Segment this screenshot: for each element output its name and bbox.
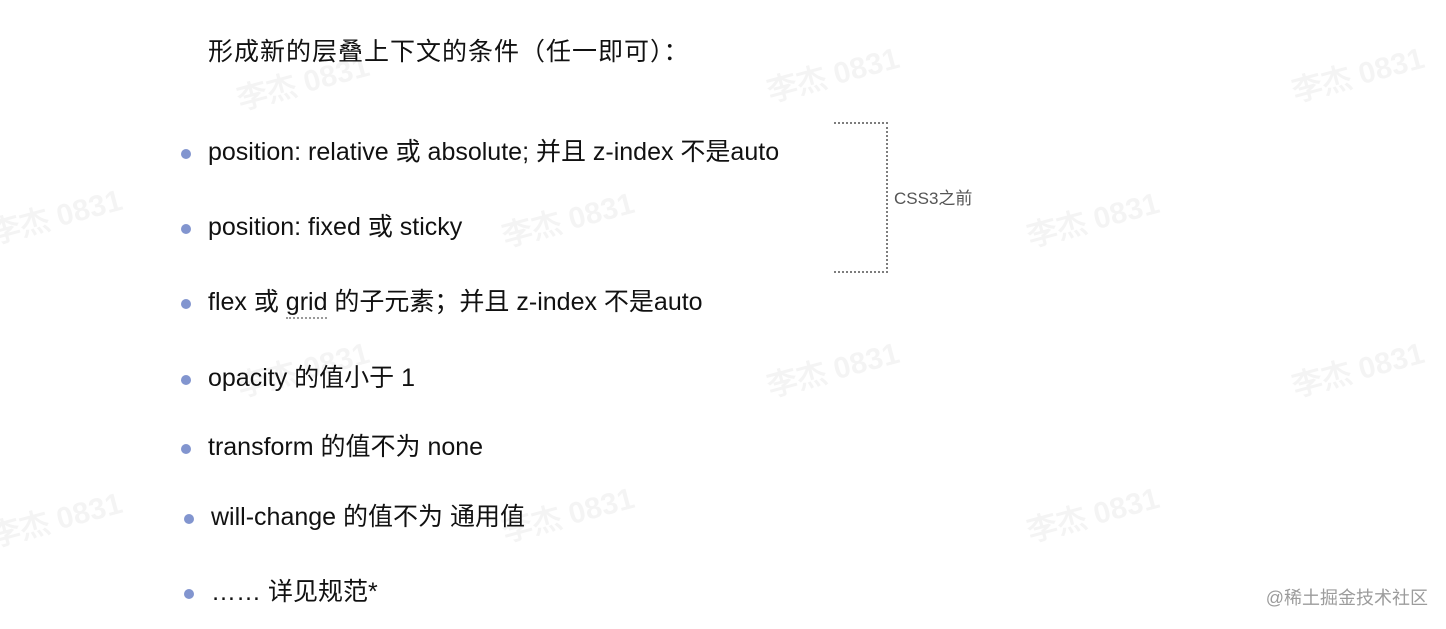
watermark: 李杰 0831 [762,33,904,110]
watermark: 李杰 0831 [0,478,126,555]
bracket-label: CSS3之前 [894,189,973,208]
list-item: transform 的值不为 none [208,433,484,461]
bullet-icon [184,589,194,599]
watermark: 李杰 0831 [762,328,904,405]
bullet-icon [181,224,191,234]
source-credit: @稀土掘金技术社区 [1265,588,1428,608]
grid-term: grid [285,288,328,319]
bullet-icon [181,375,191,385]
list-item: position: fixed 或 sticky [208,213,463,241]
bullet-icon [181,149,191,159]
bullet-icon [184,514,194,524]
list-item: will-change 的值不为 通用值 [211,503,525,531]
list-item: …… 详见规范* [211,578,378,606]
bracket-annotation [834,122,888,273]
bullet-icon [181,444,191,454]
list-item: flex 或 grid 的子元素；并且 z-index 不是auto [208,282,703,322]
list-item-text: flex 或 [208,288,286,316]
bullet-icon [181,299,191,309]
page-title: 形成新的层叠上下文的条件（任一即可）： [208,38,690,66]
watermark: 李杰 0831 [0,175,126,252]
list-item: position: relative 或 absolute; 并且 z-inde… [208,138,780,166]
watermark: 李杰 0831 [1287,33,1429,110]
watermark: 李杰 0831 [1287,328,1429,405]
list-item: opacity 的值小于 1 [208,364,416,392]
watermark: 李杰 0831 [497,178,639,255]
list-item-text: 的子元素；并且 z-index 不是auto [327,288,703,316]
watermark: 李杰 0831 [1022,473,1164,550]
watermark: 李杰 0831 [1022,178,1164,255]
